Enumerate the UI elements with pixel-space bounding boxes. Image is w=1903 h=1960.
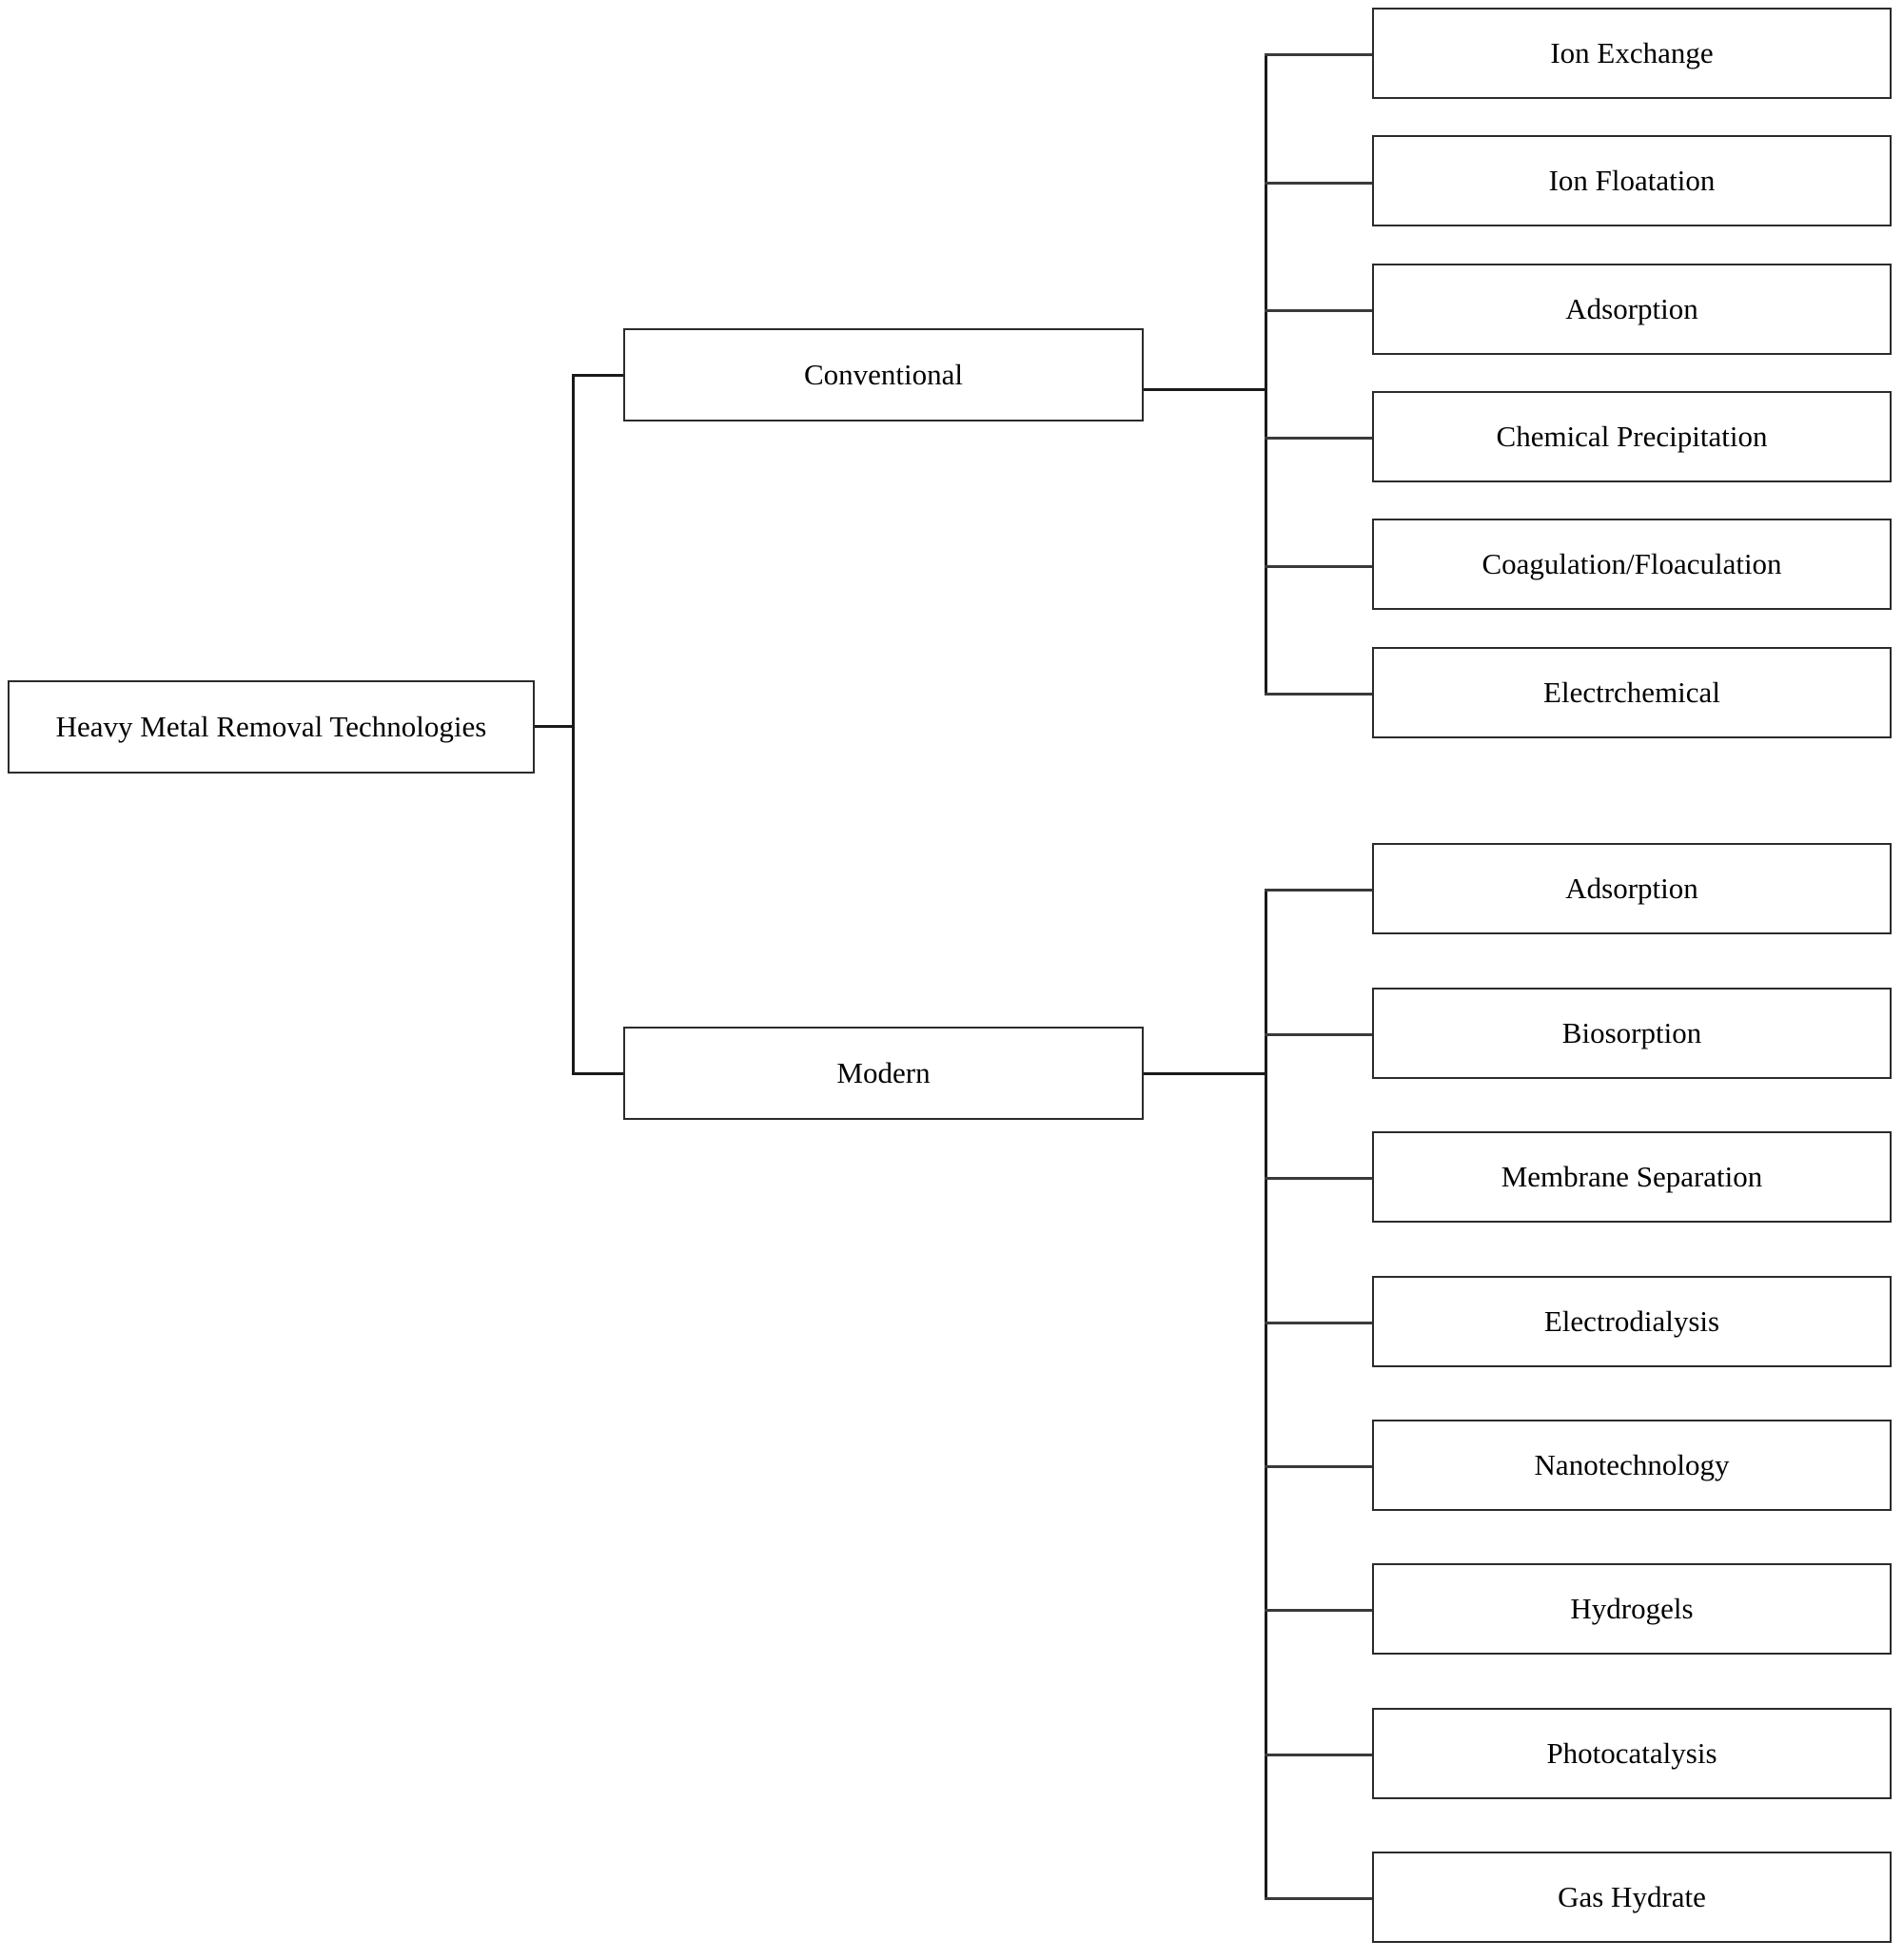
leaf-node-electrchemical[interactable]: Electrchemical <box>1372 647 1892 738</box>
category-node-modern-label: Modern <box>836 1056 931 1090</box>
connector-root-stub <box>535 725 575 728</box>
leaf-node-electrchemical-label: Electrchemical <box>1543 676 1720 710</box>
leaf-node-ion-exchange[interactable]: Ion Exchange <box>1372 8 1892 99</box>
connector-modern-trunk <box>1265 889 1267 1897</box>
leaf-node-electrodialysis-label: Electrodialysis <box>1543 1304 1720 1339</box>
leaf-node-coagulation-floaculation-label: Coagulation/Floaculation <box>1481 547 1782 581</box>
connector-root-trunk <box>572 374 575 1075</box>
connector-stub-chemical-precipitation <box>1265 437 1374 440</box>
leaf-node-photocatalysis[interactable]: Photocatalysis <box>1372 1708 1892 1799</box>
leaf-node-gas-hydrate[interactable]: Gas Hydrate <box>1372 1852 1892 1943</box>
leaf-node-membrane-separation-label: Membrane Separation <box>1501 1160 1763 1194</box>
connector-stub-ion-floatation <box>1265 182 1374 185</box>
leaf-node-ion-floatation[interactable]: Ion Floatation <box>1372 135 1892 226</box>
connector-stub-photocatalysis <box>1265 1754 1374 1756</box>
connector-stub-adsorption-modern <box>1265 889 1374 892</box>
leaf-node-biosorption-label: Biosorption <box>1561 1016 1702 1050</box>
connector-stub-adsorption-conventional <box>1265 309 1374 312</box>
category-node-conventional[interactable]: Conventional <box>623 328 1144 421</box>
leaf-node-adsorption-modern-label: Adsorption <box>1565 872 1698 906</box>
connector-stub-ion-exchange <box>1265 53 1374 56</box>
leaf-node-adsorption-conventional[interactable]: Adsorption <box>1372 264 1892 355</box>
leaf-node-ion-floatation-label: Ion Floatation <box>1548 164 1716 198</box>
connector-conventional-stub <box>1144 388 1267 391</box>
connector-stub-electrchemical <box>1265 693 1374 696</box>
leaf-node-adsorption-modern[interactable]: Adsorption <box>1372 843 1892 934</box>
leaf-node-gas-hydrate-label: Gas Hydrate <box>1558 1880 1706 1914</box>
leaf-node-nanotechnology[interactable]: Nanotechnology <box>1372 1420 1892 1511</box>
leaf-node-chemical-precipitation-label: Chemical Precipitation <box>1496 420 1768 454</box>
leaf-node-ion-exchange-label: Ion Exchange <box>1550 36 1714 70</box>
connector-conventional-trunk <box>1265 53 1267 693</box>
leaf-node-coagulation-floaculation[interactable]: Coagulation/Floaculation <box>1372 519 1892 610</box>
leaf-node-membrane-separation[interactable]: Membrane Separation <box>1372 1131 1892 1223</box>
root-node-heavy-metal-removal-technologies[interactable]: Heavy Metal Removal Technologies <box>8 680 535 774</box>
root-node-label: Heavy Metal Removal Technologies <box>55 710 487 744</box>
connector-stub-hydrogels <box>1265 1609 1374 1612</box>
category-node-modern[interactable]: Modern <box>623 1027 1144 1120</box>
connector-stub-nanotechnology <box>1265 1465 1374 1468</box>
category-node-conventional-label: Conventional <box>803 358 964 392</box>
connector-root-to-conventional <box>572 374 625 377</box>
connector-stub-electrodialysis <box>1265 1322 1374 1324</box>
leaf-node-adsorption-conventional-label: Adsorption <box>1565 292 1698 326</box>
leaf-node-hydrogels-label: Hydrogels <box>1570 1592 1694 1626</box>
connector-modern-stub <box>1144 1072 1267 1075</box>
leaf-node-nanotechnology-label: Nanotechnology <box>1534 1448 1730 1482</box>
connector-stub-membrane-separation <box>1265 1177 1374 1180</box>
leaf-node-photocatalysis-label: Photocatalysis <box>1546 1736 1717 1771</box>
leaf-node-hydrogels[interactable]: Hydrogels <box>1372 1563 1892 1655</box>
leaf-node-chemical-precipitation[interactable]: Chemical Precipitation <box>1372 391 1892 482</box>
connector-stub-biosorption <box>1265 1033 1374 1036</box>
connector-root-to-modern <box>572 1072 625 1075</box>
connector-stub-gas-hydrate <box>1265 1897 1374 1900</box>
leaf-node-electrodialysis[interactable]: Electrodialysis <box>1372 1276 1892 1367</box>
leaf-node-biosorption[interactable]: Biosorption <box>1372 988 1892 1079</box>
connector-stub-coagulation-floaculation <box>1265 565 1374 568</box>
